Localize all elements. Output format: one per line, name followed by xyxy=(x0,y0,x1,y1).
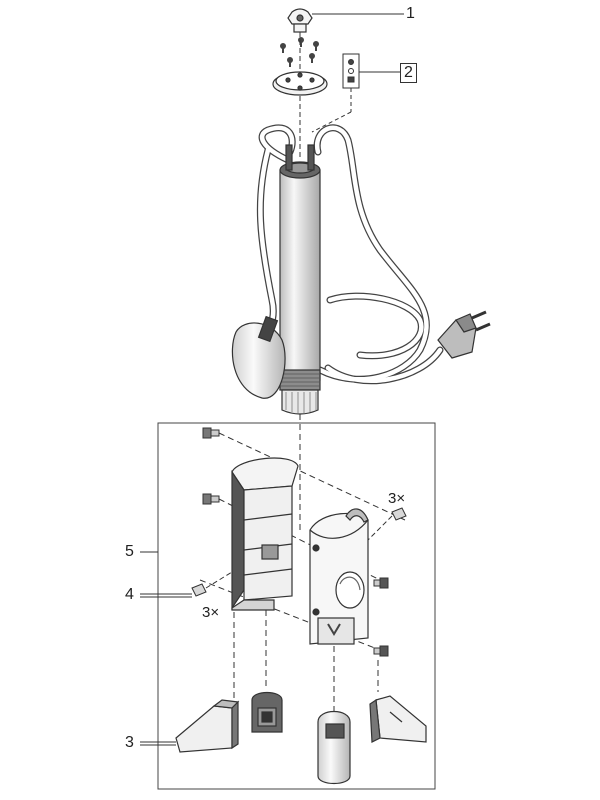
screws-right xyxy=(373,577,389,657)
pump-housing xyxy=(279,144,321,415)
bracket-right-half xyxy=(309,508,369,645)
callout-1: 1 xyxy=(406,5,415,22)
bracket-left-half xyxy=(231,457,299,611)
callout-4: 4 xyxy=(125,586,134,603)
screws-top xyxy=(280,37,319,67)
flange-disk xyxy=(272,71,328,96)
float-cover xyxy=(317,710,351,785)
pins-left xyxy=(191,583,207,597)
callout-3: 3 xyxy=(125,734,134,751)
quantity-label-left: 3× xyxy=(202,604,220,621)
screws-left xyxy=(202,427,220,505)
accessory-kit-frame xyxy=(157,422,436,790)
callout-5: 5 xyxy=(125,543,134,560)
foot-left xyxy=(175,699,240,753)
pins-right xyxy=(391,507,407,521)
center-clip xyxy=(251,691,283,733)
quantity-label-right: 3× xyxy=(388,490,406,507)
cable-gland-part xyxy=(287,8,313,33)
float-switch xyxy=(231,315,286,399)
mains-plug xyxy=(437,310,491,359)
callout-2: 2 xyxy=(400,63,417,83)
foot-right xyxy=(369,695,427,743)
seal-kit-box xyxy=(342,53,360,89)
